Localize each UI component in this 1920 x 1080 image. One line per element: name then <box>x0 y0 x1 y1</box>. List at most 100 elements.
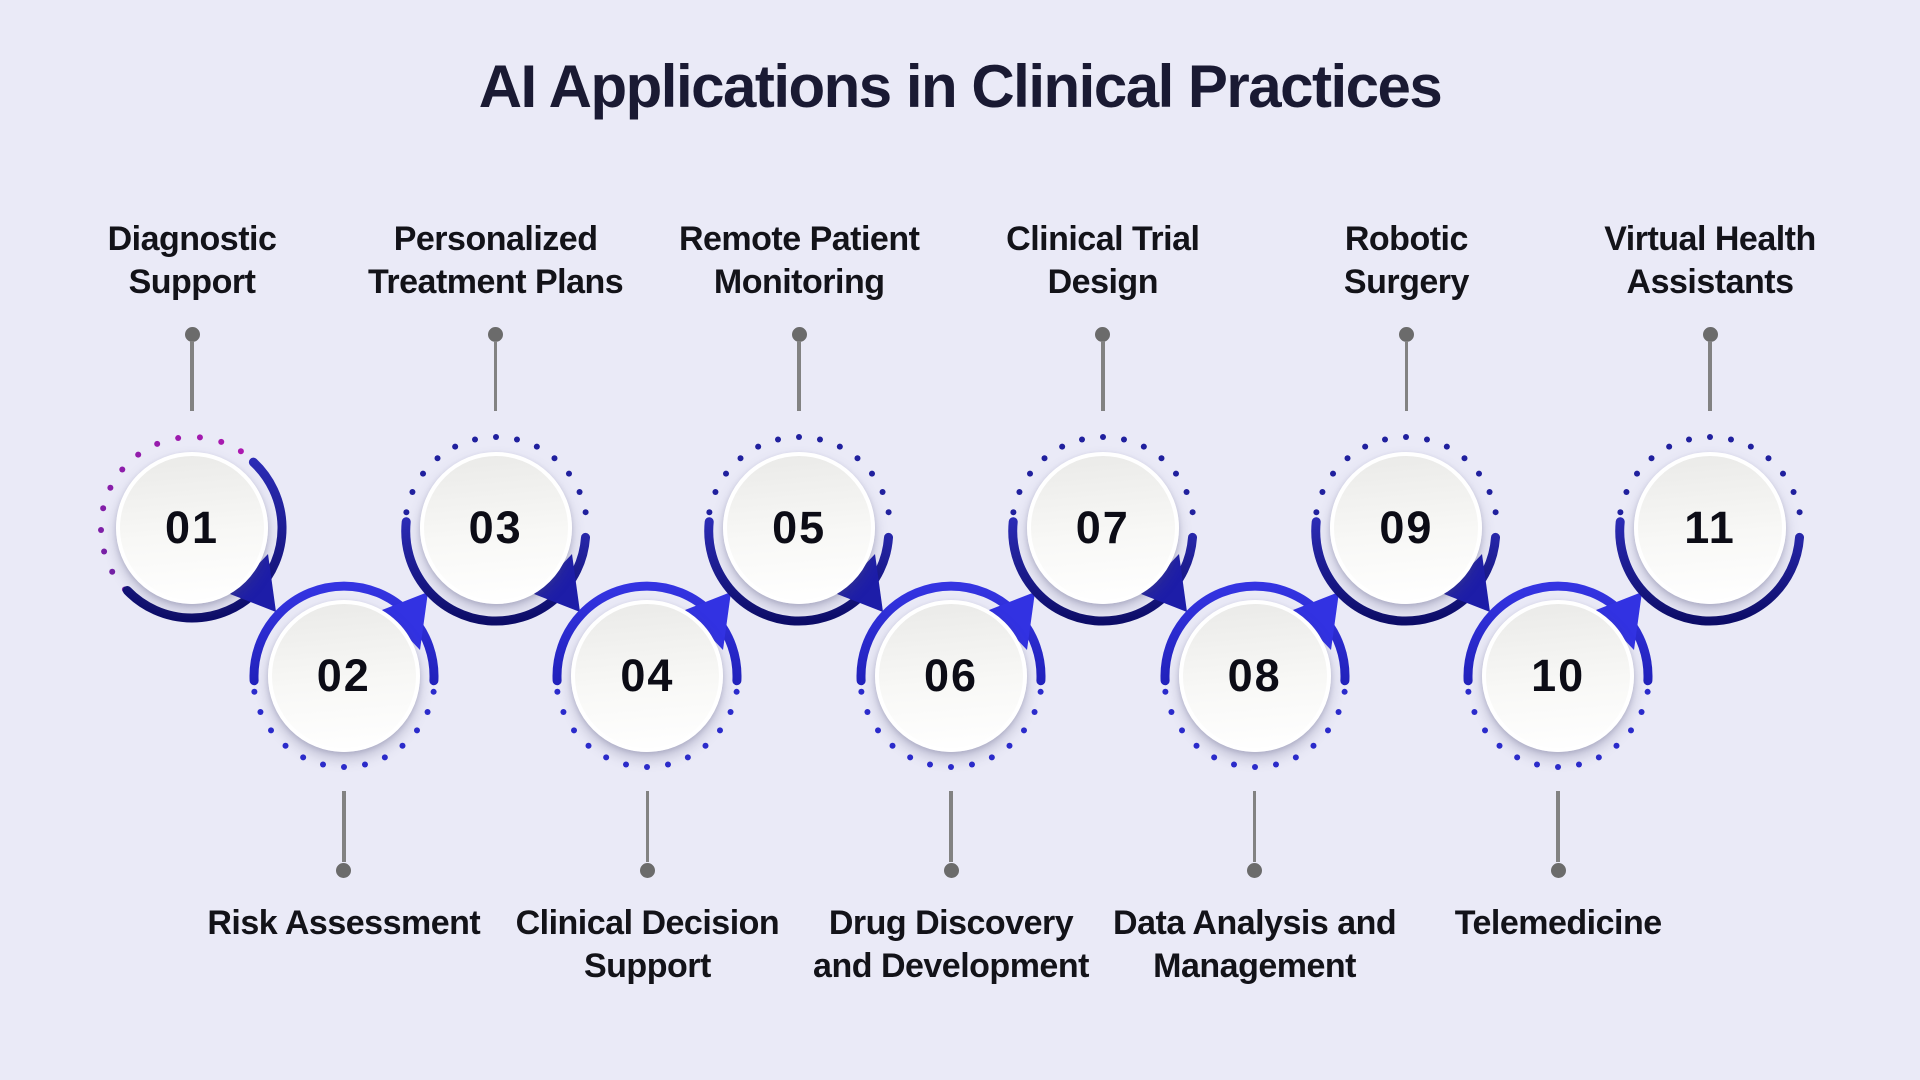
ring-dot <box>585 742 592 749</box>
ring-dot <box>1330 470 1337 477</box>
ring-dot <box>1158 455 1165 462</box>
ring-dot <box>251 688 258 695</box>
connector-line <box>645 791 650 862</box>
ring-dot <box>434 455 441 462</box>
progress-arc <box>1615 517 1805 626</box>
ring-dot <box>582 509 589 516</box>
ring-dot <box>1613 742 1620 749</box>
step-04-label: Clinical Decision Support <box>515 904 780 985</box>
step-03-label: Personalized Treatment Plans <box>368 220 624 301</box>
ring-dot <box>361 761 368 768</box>
step-10: Telemedicine 10 <box>1398 400 1718 1020</box>
ring-dot <box>533 443 540 450</box>
ring-dot <box>1292 754 1299 761</box>
ring-dot <box>1099 434 1106 440</box>
ring-dot <box>1210 754 1217 761</box>
ring-dot <box>854 455 861 462</box>
ring-dot <box>1465 688 1472 695</box>
ring-dot <box>1041 455 1048 462</box>
ring-dot <box>471 436 478 443</box>
ring-dot <box>644 764 651 770</box>
ring-dot <box>299 754 306 761</box>
ring-dot <box>1476 470 1483 477</box>
ring-dot <box>419 470 426 477</box>
ring-dot <box>1634 470 1641 477</box>
step-03-ring <box>400 434 590 626</box>
step-05-ring <box>704 434 894 626</box>
step-07-ring <box>1008 434 1197 626</box>
ring-dot <box>1016 488 1023 495</box>
step-06-number: 06 <box>923 650 979 701</box>
connector-dot <box>639 862 655 878</box>
connector-dot <box>943 862 959 878</box>
ring-dot <box>413 727 420 734</box>
ring-dot <box>1576 761 1583 768</box>
ring-dot <box>1161 688 1168 695</box>
ring-dot <box>267 727 274 734</box>
connector-line <box>1404 341 1409 411</box>
connector-line <box>797 341 801 411</box>
progress-arc <box>856 581 1046 686</box>
step-09-ring <box>1311 434 1501 626</box>
arrow-icon <box>837 554 884 612</box>
step-02-ring <box>249 581 439 770</box>
arrow-icon <box>230 554 276 612</box>
ring-dot <box>1120 436 1127 443</box>
connector-line <box>1556 791 1560 862</box>
ring-dot <box>1168 709 1175 716</box>
page-title: AI Applications in Clinical Practices <box>478 52 1443 120</box>
arrow-icon <box>533 554 580 612</box>
ring-dot <box>107 484 114 491</box>
arrow-icon <box>685 592 732 650</box>
step-07-circle: 07 <box>1026 452 1179 604</box>
step-10-number: 10 <box>1531 650 1586 701</box>
ring-dot <box>1172 470 1179 477</box>
ring-dot <box>1313 509 1320 516</box>
ring-dot <box>257 709 264 716</box>
ring-dot <box>1779 470 1786 477</box>
ring-dot <box>948 764 954 770</box>
ring-dot <box>381 754 388 761</box>
ring-dot <box>1796 509 1803 516</box>
ring-dot <box>551 455 558 462</box>
ring-dot <box>1623 488 1630 495</box>
step-08-number: 08 <box>1227 650 1282 701</box>
step-09: Robotic Surgery 09 <box>1246 218 1566 838</box>
ring-dot <box>1319 488 1326 495</box>
ring-dot <box>1666 443 1673 450</box>
step-11-circle: 11 <box>1634 452 1786 604</box>
ring-dot <box>702 742 709 749</box>
ring-dot <box>1444 443 1451 450</box>
ring-dot <box>1514 754 1521 761</box>
ring-dot <box>560 709 567 716</box>
step-01-label: Diagnostic Support <box>107 220 277 301</box>
ring-dot <box>727 709 734 716</box>
ring-dot <box>737 455 744 462</box>
step-06-circle: 06 <box>875 600 1027 752</box>
ring-dot <box>1628 727 1635 734</box>
ring-dot <box>885 509 892 516</box>
connector-line <box>493 341 498 411</box>
ring-dot <box>218 438 225 445</box>
ring-dot <box>1471 709 1478 716</box>
ring-dot <box>1310 742 1317 749</box>
ring-dot <box>858 688 865 695</box>
ring-dot <box>907 754 914 761</box>
step-01-circle: 01 <box>116 452 268 604</box>
ring-dot <box>492 434 499 440</box>
ring-dot <box>1324 727 1331 734</box>
ring-dot <box>1424 436 1431 443</box>
ring-dot <box>430 688 437 695</box>
ring-dot <box>1344 455 1351 462</box>
ring-dot <box>554 688 561 695</box>
ring-dot <box>685 754 692 761</box>
step-07-label: Clinical Trial Design <box>1006 220 1200 301</box>
ring-dot <box>734 688 741 695</box>
ring-dot <box>135 451 142 458</box>
ring-dot <box>723 470 730 477</box>
step-02-number: 02 <box>316 650 371 701</box>
ring-dot <box>755 443 762 450</box>
connector-dot <box>1247 862 1263 878</box>
ring-dot <box>1341 688 1348 695</box>
connector-line <box>1252 791 1257 862</box>
